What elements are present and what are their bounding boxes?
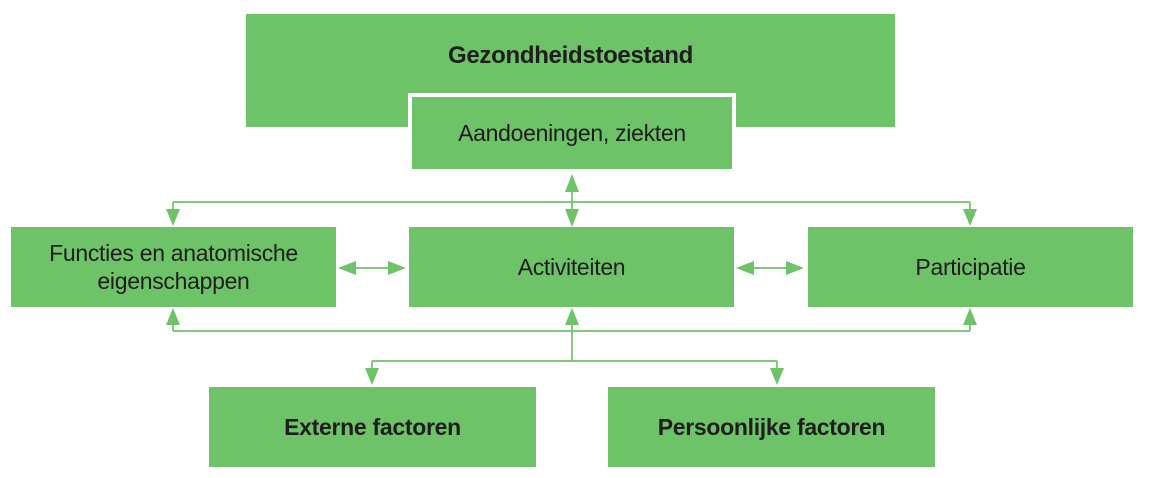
connector-aandoeningen-activiteiten <box>565 174 579 227</box>
arrowhead-down-into-activiteiten <box>565 209 579 227</box>
arrowhead-left-into-functies <box>338 261 356 275</box>
node-gezondheidstoestand-label: Gezondheidstoestand <box>448 42 693 69</box>
node-externe-factoren-label: Externe factoren <box>284 413 461 440</box>
node-gezondheidstoestand: Gezondheidstoestand <box>246 14 895 127</box>
arrowhead-up-into-activiteiten <box>565 308 579 325</box>
node-externe-factoren: Externe factoren <box>209 387 536 467</box>
arrowhead-up-into-participatie <box>963 308 977 325</box>
arrowhead-down-into-persoonlijke-factoren <box>770 368 784 385</box>
node-persoonlijke-factoren: Persoonlijke factoren <box>608 387 935 467</box>
arrowhead-down-into-externe-factoren <box>365 368 379 385</box>
arrowhead-up-into-aandoeningen <box>565 174 579 192</box>
arrowhead-up-into-functies <box>166 308 180 325</box>
node-activiteiten-label: Activiteiten <box>517 253 626 280</box>
connector-activiteiten-participatie <box>736 261 804 275</box>
node-activiteiten: Activiteiten <box>409 227 734 307</box>
node-participatie-label: Participatie <box>915 253 1026 280</box>
node-functies-en-anatomische-eigenschappen: Functies en anatomische eigenschappen <box>11 227 336 307</box>
node-aandoeningen-ziekten: Aandoeningen, ziekten <box>408 93 736 173</box>
arrowhead-left-into-activiteiten <box>736 261 754 275</box>
node-aandoeningen-label: Aandoeningen, ziekten <box>458 119 686 146</box>
connector-bottom-branch <box>166 308 977 385</box>
arrowhead-down-into-participatie <box>963 209 977 226</box>
connector-functies-activiteiten <box>338 261 406 275</box>
arrowhead-right-into-activiteiten <box>388 261 406 275</box>
arrowhead-right-into-participatie <box>786 261 804 275</box>
node-participatie: Participatie <box>808 227 1133 307</box>
node-persoonlijke-factoren-label: Persoonlijke factoren <box>657 413 886 440</box>
arrowhead-down-into-functies <box>166 209 180 226</box>
node-functies-label: Functies en anatomische eigenschappen <box>49 239 298 294</box>
